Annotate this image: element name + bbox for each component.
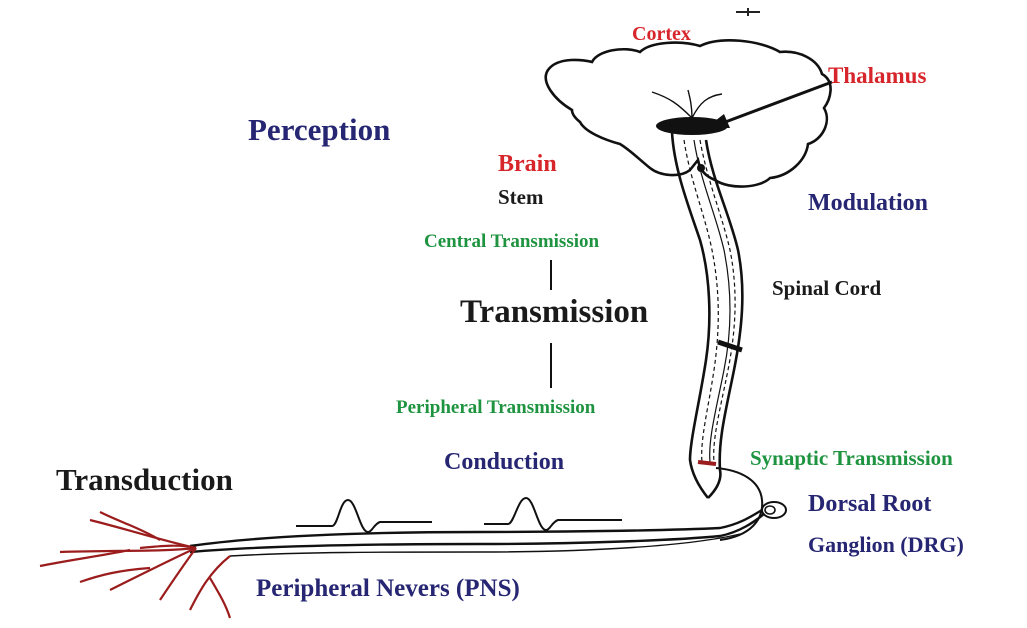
action-potential-2: [484, 498, 622, 530]
action-potential-1: [296, 500, 432, 532]
cortex-label: Cortex: [632, 24, 691, 44]
thalamus-arrow-line: [720, 82, 832, 124]
spinal-cord-right: [706, 140, 742, 498]
thalamus-label: Thalamus: [828, 64, 926, 87]
nerve-endings: [40, 512, 230, 618]
spinal-cord-left: [672, 132, 709, 498]
transduction-label: Transduction: [56, 464, 233, 495]
peripheral-nerve-upper: [190, 510, 762, 546]
brain-label: Brain: [498, 152, 557, 176]
synapse-mark: [698, 462, 716, 464]
synaptic-transmission-label: Synaptic Transmission: [750, 448, 953, 469]
perception-label: Perception: [248, 114, 390, 145]
spinal-tract-1: [684, 140, 718, 462]
peripheral-nerves-label: Peripheral Nevers (PNS): [256, 576, 520, 601]
stem-label: Stem: [498, 187, 544, 208]
ganglion-label: Ganglion (DRG): [808, 534, 964, 556]
dorsal-root-label: Dorsal Root: [808, 492, 931, 516]
modulation-label: Modulation: [808, 191, 928, 215]
central-transmission-label: Central Transmission: [424, 232, 599, 251]
peripheral-transmission-label: Peripheral Transmission: [396, 398, 595, 417]
brainstem-node: [697, 164, 705, 172]
spinal-cord-label: Spinal Cord: [772, 278, 881, 299]
transmission-label: Transmission: [460, 296, 648, 329]
top-mark: [736, 8, 760, 16]
cortex-fibers: [652, 90, 722, 118]
conduction-label: Conduction: [444, 450, 564, 474]
